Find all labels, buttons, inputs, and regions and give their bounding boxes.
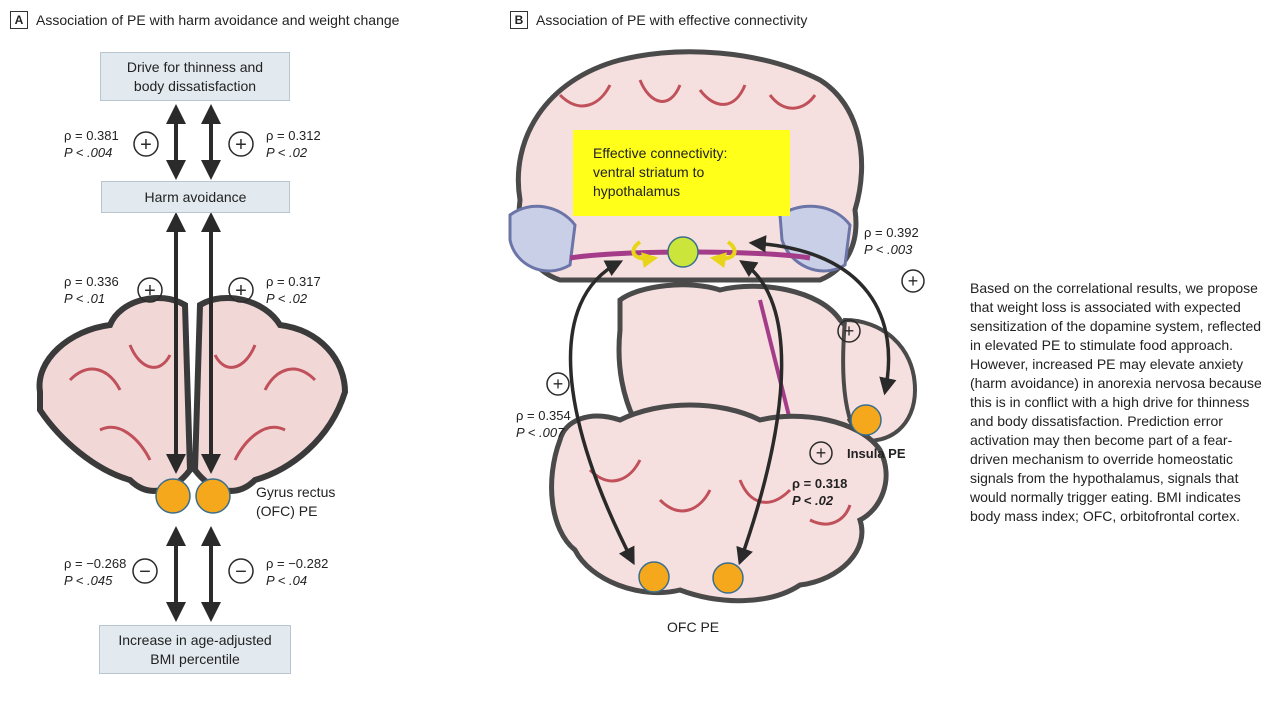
sign-left: + <box>553 374 564 394</box>
stat-bot-left-rho: ρ = −0.268 <box>64 555 126 572</box>
stat-bot-left: ρ = −0.268 P < .045 <box>64 555 126 589</box>
stat-insula-p: P < .003 <box>864 241 919 258</box>
stat-bot-right: ρ = −0.282 P < .04 <box>266 555 328 589</box>
stat-mid-right-rho: ρ = 0.317 <box>266 273 321 290</box>
panel-a-brain-slice <box>40 298 345 491</box>
stat-mid-left-rho: ρ = 0.336 <box>64 273 119 290</box>
sign-mid-left: + <box>144 280 156 302</box>
figure-caption: Based on the correlational results, we p… <box>970 279 1262 526</box>
gyrus-label-line-2: (OFC) PE <box>256 502 335 521</box>
stat-insula-rho: ρ = 0.392 <box>864 224 919 241</box>
stat-mid-right-p: P < .02 <box>266 290 321 307</box>
stat-bot-right-p: P < .04 <box>266 572 328 589</box>
drive-box-line-1: Drive for thinness and <box>127 58 263 77</box>
ofc-pe-label: OFC PE <box>667 619 719 636</box>
stat-bot-right-rho: ρ = −0.282 <box>266 555 328 572</box>
harm-avoidance-label: Harm avoidance <box>145 188 247 207</box>
stat-top-left: ρ = 0.381 P < .004 <box>64 127 119 161</box>
stat-left-rho: ρ = 0.354 <box>516 407 571 424</box>
gyrus-rectus-right-node <box>196 479 230 513</box>
sign-top-left: + <box>140 134 152 156</box>
stat-mid-left-p: P < .01 <box>64 290 119 307</box>
gyrus-rectus-left-node <box>156 479 190 513</box>
hypothalamus-node <box>668 237 698 267</box>
bmi-box-line-2: BMI percentile <box>150 650 239 669</box>
stat-bot-left-p: P < .045 <box>64 572 126 589</box>
sign-mid-right: + <box>235 280 247 302</box>
stat-right: ρ = 0.318 P < .02 <box>792 475 847 509</box>
stat-insula: ρ = 0.392 P < .003 <box>864 224 919 258</box>
sign-insula: + <box>908 271 919 291</box>
sign-insula-lower: + <box>844 321 855 341</box>
sign-right: + <box>816 443 827 463</box>
effective-connectivity-box: Effective connectivity: ventral striatum… <box>573 130 790 216</box>
stat-left-p: P < .007 <box>516 424 571 441</box>
gyrus-label-line-1: Gyrus rectus <box>256 483 335 502</box>
sign-bot-right: − <box>235 561 247 583</box>
bmi-box-line-1: Increase in age-adjusted <box>118 631 271 650</box>
drive-box-line-2: body dissatisfaction <box>134 77 256 96</box>
yellow-box-line-2: ventral striatum to <box>593 163 770 182</box>
stat-right-p: P < .02 <box>792 492 847 509</box>
bmi-percentile-box: Increase in age-adjusted BMI percentile <box>99 625 291 674</box>
stat-left: ρ = 0.354 P < .007 <box>516 407 571 441</box>
sign-top-right: + <box>235 134 247 156</box>
harm-avoidance-box: Harm avoidance <box>101 181 290 213</box>
insula-node <box>851 405 881 435</box>
drive-for-thinness-box: Drive for thinness and body dissatisfact… <box>100 52 290 101</box>
gyrus-rectus-label: Gyrus rectus (OFC) PE <box>256 483 335 521</box>
stat-top-left-p: P < .004 <box>64 144 119 161</box>
yellow-box-line-1: Effective connectivity: <box>593 144 770 163</box>
stat-right-rho: ρ = 0.318 <box>792 475 847 492</box>
stat-top-right-rho: ρ = 0.312 <box>266 127 321 144</box>
ofc-right-node <box>713 563 743 593</box>
ofc-left-node <box>639 562 669 592</box>
stat-top-right: ρ = 0.312 P < .02 <box>266 127 321 161</box>
insula-pe-label: Insula PE <box>847 445 906 462</box>
stat-top-right-p: P < .02 <box>266 144 321 161</box>
stat-mid-left: ρ = 0.336 P < .01 <box>64 273 119 307</box>
sign-bot-left: − <box>139 561 151 583</box>
stat-top-left-rho: ρ = 0.381 <box>64 127 119 144</box>
yellow-box-line-3: hypothalamus <box>593 182 770 201</box>
stat-mid-right: ρ = 0.317 P < .02 <box>266 273 321 307</box>
